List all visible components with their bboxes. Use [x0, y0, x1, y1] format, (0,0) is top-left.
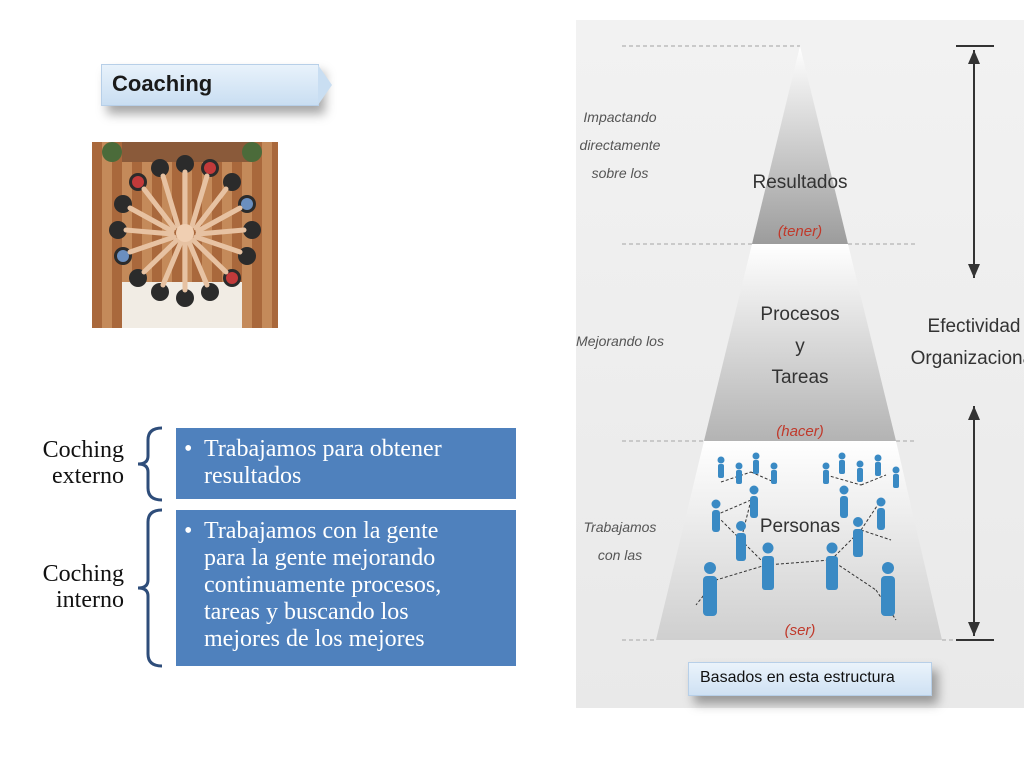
level-personas: Personas — [760, 516, 840, 537]
team-hands-photo — [92, 142, 278, 328]
level-tener: (tener) — [778, 223, 822, 240]
label-externo-line2: externo — [52, 463, 124, 489]
label-interno-line1: Coching — [42, 561, 124, 587]
brace-interno — [137, 508, 163, 668]
level-resultados: Resultados — [752, 172, 847, 193]
caption-text: Basados en esta estructura — [700, 669, 895, 686]
pyramid-diagram: Resultados (tener) Procesos y Tareas (ha… — [576, 20, 1024, 708]
note-sobre-los: sobre los — [592, 165, 649, 181]
level-procesos: Procesos — [760, 304, 839, 325]
label-externo-line1: Coching — [42, 437, 124, 463]
label-coching-interno: Coching interno — [0, 561, 124, 613]
label-organizacional: Organizacional — [911, 348, 1024, 369]
box2-line: mejores de los mejores — [204, 626, 425, 652]
level-tareas: Tareas — [771, 367, 828, 388]
title-tag: Coaching — [101, 64, 332, 106]
level-hacer: (hacer) — [776, 423, 824, 440]
box2-line: tareas y buscando los — [204, 599, 409, 625]
caption-tag: Basados en esta estructura — [688, 662, 932, 696]
level-y: y — [795, 336, 805, 357]
label-coching-externo: Coching externo — [0, 437, 124, 489]
box1-line: resultados — [204, 463, 302, 489]
box-interno: • Trabajamos con la gente para la gente … — [176, 510, 516, 666]
note-con-las: con las — [598, 547, 642, 563]
note-directamente: directamente — [580, 137, 661, 153]
box2-line: Trabajamos con la gente — [204, 518, 439, 544]
note-impactando: Impactando — [583, 109, 656, 125]
note-trabajamos: Trabajamos — [584, 519, 657, 535]
box1-line: Trabajamos para obtener — [204, 436, 442, 462]
label-efectividad: Efectividad — [928, 316, 1021, 337]
bullet: • — [184, 436, 193, 462]
page-title: Coaching — [112, 71, 213, 96]
note-mejorando: Mejorando los — [576, 333, 664, 349]
box2-line: para la gente mejorando — [204, 545, 436, 571]
box2-line: continuamente procesos, — [204, 572, 442, 598]
label-interno-line2: interno — [56, 587, 124, 613]
bullet: • — [184, 518, 193, 544]
brace-externo — [137, 426, 163, 502]
level-ser: (ser) — [785, 622, 816, 639]
box-externo: • Trabajamos para obtener resultados — [176, 428, 516, 499]
